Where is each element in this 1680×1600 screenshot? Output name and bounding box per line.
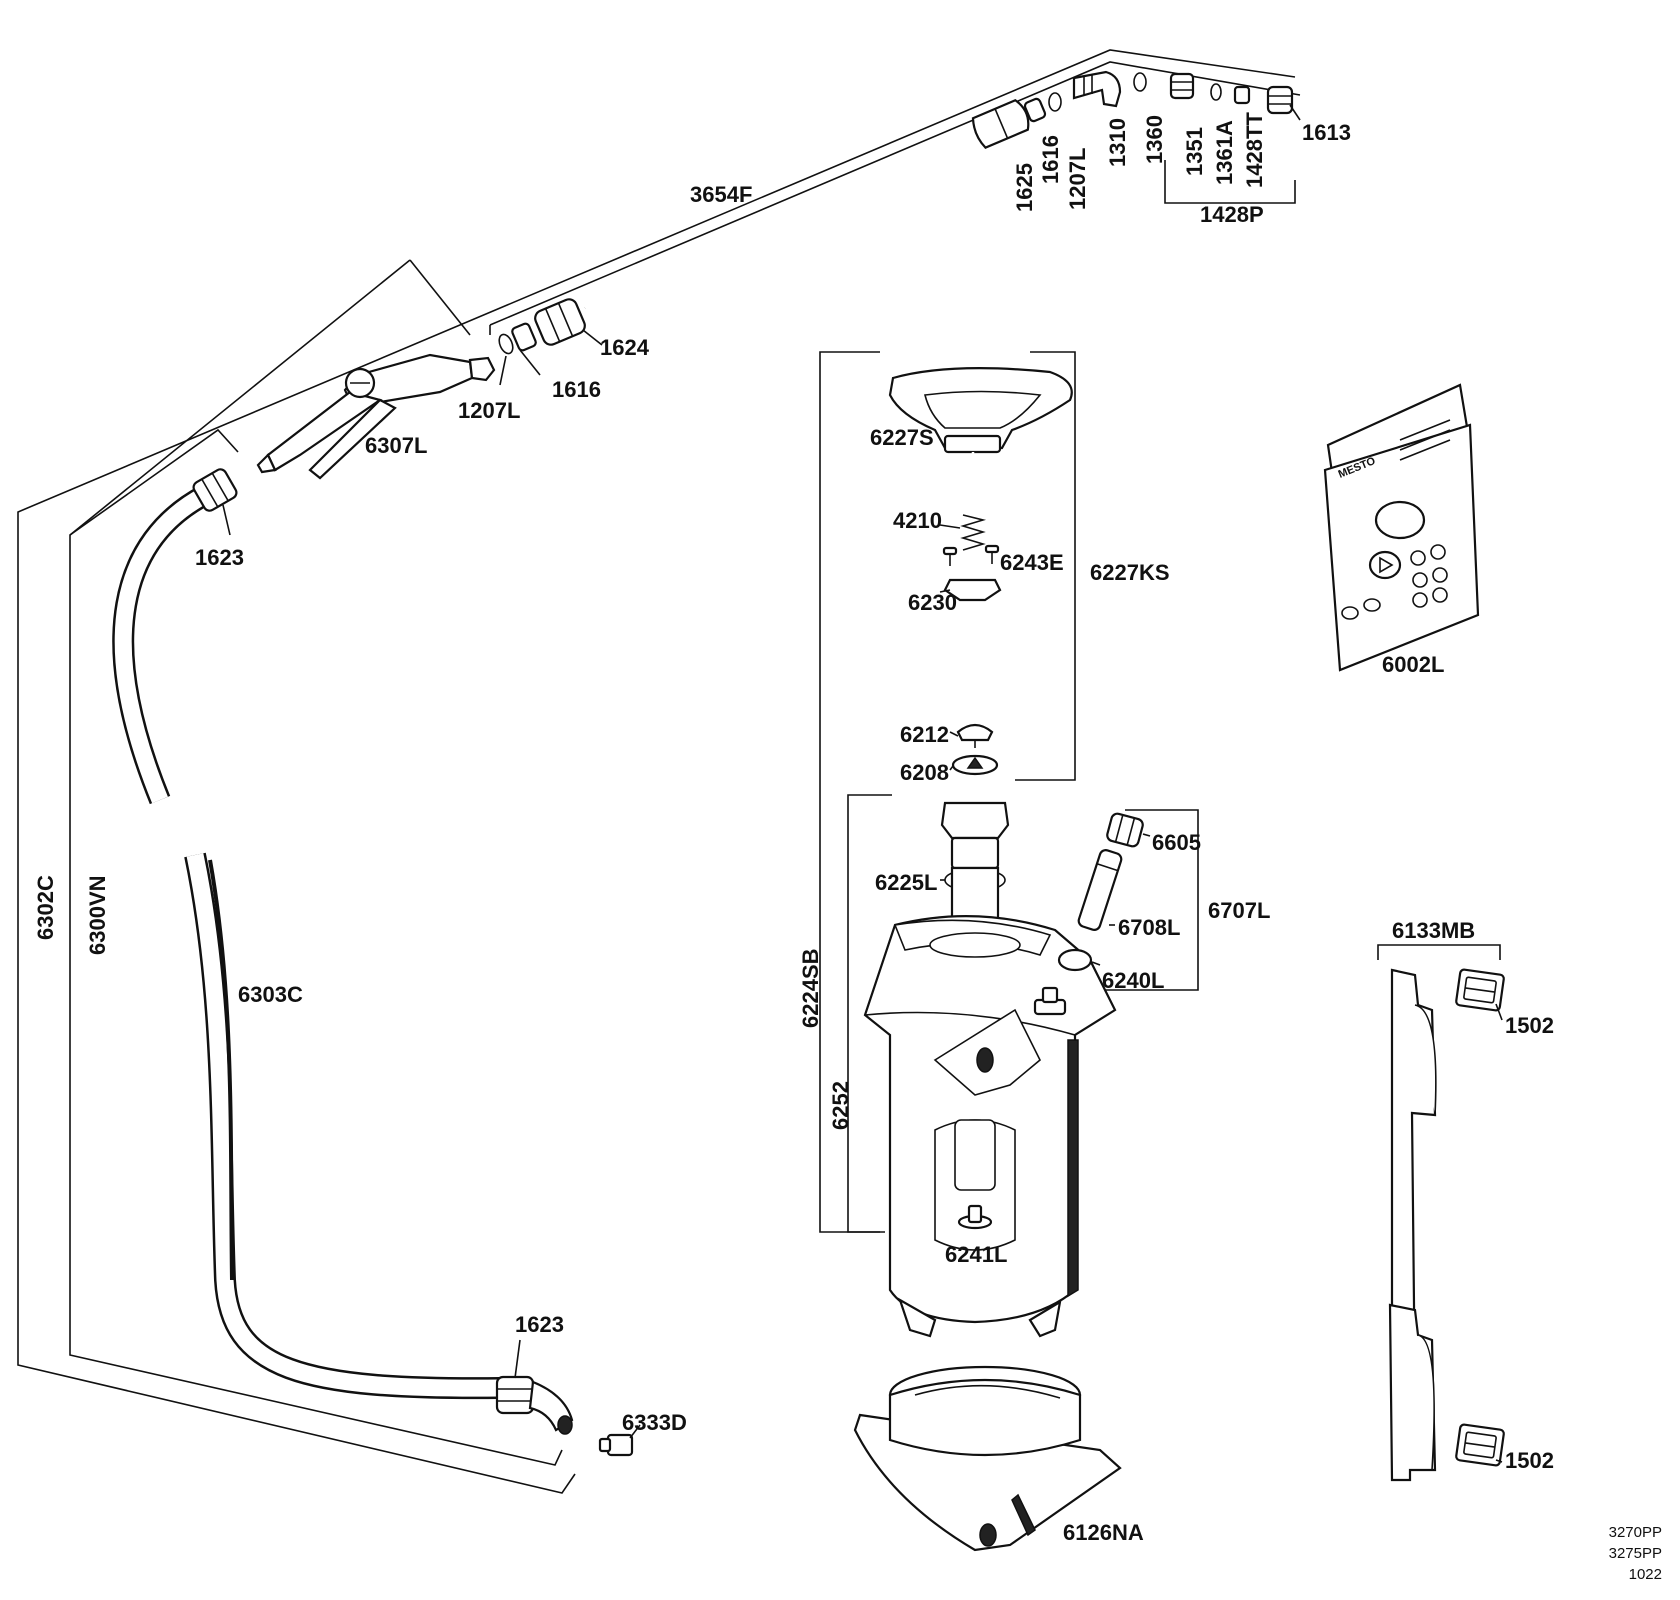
label-1207L-top: 1207L bbox=[1065, 148, 1090, 210]
lance-tube-inner bbox=[583, 127, 987, 313]
fitting-1623-bottom-shape bbox=[495, 1375, 535, 1415]
label-1613: 1613 bbox=[1302, 120, 1351, 145]
label-6002L: 6002L bbox=[1382, 652, 1444, 677]
guide-6230-shape bbox=[943, 578, 1002, 602]
bracket-6300VN bbox=[69, 259, 563, 1466]
label-6225L: 6225L bbox=[875, 870, 937, 895]
label-1625: 1625 bbox=[1012, 163, 1037, 212]
label-6708L: 6708L bbox=[1118, 915, 1180, 940]
label-1616-top: 1616 bbox=[1038, 135, 1063, 184]
label-6303C: 6303C bbox=[238, 982, 303, 1007]
label-6133MB: 6133MB bbox=[1392, 918, 1475, 943]
lance-assembly bbox=[498, 70, 1294, 355]
hose-6303C bbox=[112, 468, 634, 1457]
cap-1613-shape bbox=[1266, 85, 1294, 115]
nozzle-1351-shape bbox=[1169, 72, 1195, 100]
label-3654F: 3654F bbox=[690, 182, 752, 207]
oring-1360-shape bbox=[1133, 72, 1147, 92]
tip-1428TT-shape bbox=[1233, 85, 1251, 105]
label-6307L: 6307L bbox=[365, 433, 427, 458]
group-bracket-lines bbox=[17, 49, 1501, 1494]
footer-line-1: 3270PP bbox=[1609, 1524, 1662, 1541]
bracket-6133MB bbox=[1377, 944, 1501, 960]
ring-1616-top-shape bbox=[1023, 97, 1047, 123]
ring-1616-shape bbox=[511, 322, 537, 352]
buckle-1502-bottom-shape bbox=[1455, 1423, 1505, 1467]
footer-codes: 3270PP 3275PP 1022 bbox=[1609, 1524, 1662, 1583]
label-1360: 1360 bbox=[1142, 115, 1167, 164]
label-6240L: 6240L bbox=[1102, 968, 1164, 993]
fitting-1623-top-shape bbox=[192, 468, 238, 512]
label-6227S: 6227S bbox=[870, 425, 934, 450]
oring-1361A-shape bbox=[1210, 83, 1222, 101]
strap-6133MB bbox=[1388, 968, 1505, 1482]
hose-lower-outer bbox=[184, 852, 501, 1400]
cap-6605-shape bbox=[1106, 812, 1144, 848]
washer-1207L-top-shape bbox=[1048, 92, 1062, 112]
label-6224SB: 6224SB bbox=[798, 948, 823, 1028]
hose-lower-inner bbox=[186, 853, 501, 1397]
bracket-6707L bbox=[1090, 809, 1199, 991]
label-4210: 4210 bbox=[893, 508, 942, 533]
label-1351: 1351 bbox=[1182, 127, 1207, 176]
bracket-6227KS bbox=[1015, 351, 1076, 781]
bracket-1623-top bbox=[69, 428, 239, 536]
spring-4210-shape bbox=[960, 514, 987, 551]
pump-assembly bbox=[888, 367, 1073, 776]
hose-dark-stripe bbox=[208, 859, 234, 1281]
label-1361A: 1361A bbox=[1212, 120, 1237, 185]
label-6208: 6208 bbox=[900, 760, 949, 785]
label-6212: 6212 bbox=[900, 722, 949, 747]
buckle-1502-top-shape bbox=[1455, 968, 1505, 1012]
label-6126NA: 6126NA bbox=[1063, 1520, 1144, 1545]
label-6300VN: 6300VN bbox=[85, 875, 110, 955]
bracket-6252 bbox=[847, 794, 892, 1233]
spray-gun-6307L bbox=[256, 353, 496, 480]
bracket-gun bbox=[409, 259, 471, 336]
bracket-6302C bbox=[17, 49, 1296, 1494]
label-1623-top: 1623 bbox=[195, 545, 244, 570]
screw-6243E-right bbox=[984, 544, 1000, 564]
bracket-lance-top bbox=[489, 61, 1301, 326]
part-labels: 3654F 1625 1616 1207L 1310 1360 1351 136… bbox=[33, 112, 1554, 1545]
label-6302C: 6302C bbox=[33, 875, 58, 940]
label-6243E: 6243E bbox=[1000, 550, 1064, 575]
label-1207L: 1207L bbox=[458, 398, 520, 423]
label-6252: 6252 bbox=[828, 1081, 853, 1130]
label-6230: 6230 bbox=[908, 590, 957, 615]
nut-1624-shape bbox=[534, 298, 586, 346]
screw-6243E-left bbox=[942, 546, 958, 566]
gauge-6708L-shape bbox=[1077, 849, 1123, 931]
leader-lines bbox=[222, 104, 1503, 1463]
bracket-1428P bbox=[1164, 160, 1296, 204]
connector-6333D-shape bbox=[598, 1433, 634, 1457]
valve-6241L-shape bbox=[957, 1204, 993, 1230]
label-6605: 6605 bbox=[1152, 830, 1201, 855]
label-1502-top: 1502 bbox=[1505, 1013, 1554, 1038]
tank-assembly bbox=[863, 801, 1144, 1338]
base-6126NA bbox=[853, 1365, 1122, 1552]
hose-upper-inner bbox=[114, 487, 210, 804]
label-6227KS: 6227KS bbox=[1090, 560, 1170, 585]
valve-6212-shape bbox=[956, 723, 994, 748]
elbow-1310-shape bbox=[1072, 70, 1122, 108]
label-1616: 1616 bbox=[552, 377, 601, 402]
footer-line-2: 3275PP bbox=[1609, 1545, 1662, 1562]
label-1624: 1624 bbox=[600, 335, 650, 360]
washer-1207L-shape bbox=[498, 333, 514, 355]
nut-1625-shape bbox=[971, 98, 1030, 149]
oring-6240L-shape bbox=[1057, 948, 1093, 972]
label-6707L: 6707L bbox=[1208, 898, 1270, 923]
label-1428P: 1428P bbox=[1200, 202, 1264, 227]
label-6241L: 6241L bbox=[945, 1242, 1007, 1267]
label-1502-bottom: 1502 bbox=[1505, 1448, 1554, 1473]
label-1310: 1310 bbox=[1105, 118, 1130, 167]
label-1623-bottom: 1623 bbox=[515, 1312, 564, 1337]
manual-6002L: MESTO bbox=[1323, 383, 1480, 672]
footer-line-3: 1022 bbox=[1629, 1566, 1662, 1583]
label-1428TT: 1428TT bbox=[1242, 112, 1267, 188]
label-6333D: 6333D bbox=[622, 1410, 687, 1435]
